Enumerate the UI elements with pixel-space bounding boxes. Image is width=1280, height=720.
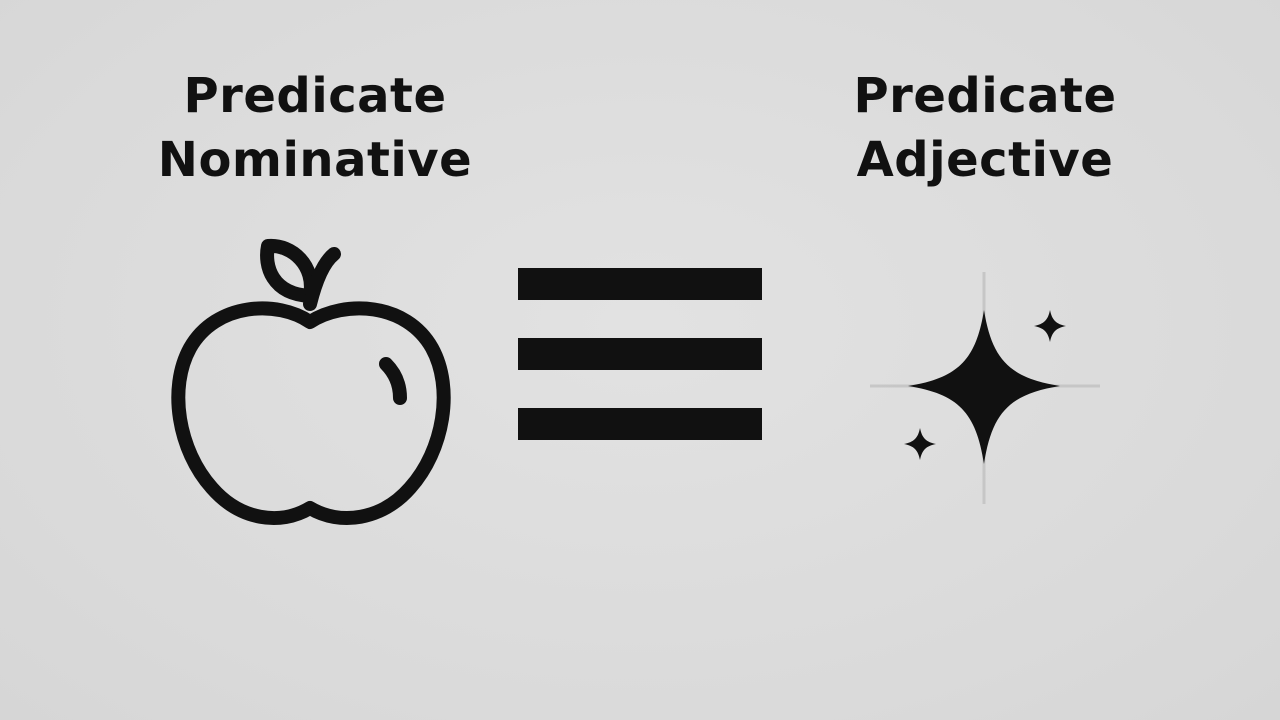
- predicate-nominative-line2: Nominative: [157, 132, 473, 188]
- identical-to-icon: [518, 268, 762, 440]
- equiv-bar-middle: [518, 338, 762, 370]
- predicate-nominative-line1: Predicate: [183, 68, 447, 124]
- predicate-nominative-label: Predicate Nominative: [115, 64, 515, 192]
- predicate-adjective-line1: Predicate: [853, 68, 1117, 124]
- equiv-bar-bottom: [518, 408, 762, 440]
- predicate-adjective-label: Predicate Adjective: [785, 64, 1185, 192]
- equiv-bar-top: [518, 268, 762, 300]
- sparkle-icon: [870, 272, 1100, 504]
- predicate-adjective-line2: Adjective: [856, 132, 1114, 188]
- apple-icon: [171, 238, 451, 526]
